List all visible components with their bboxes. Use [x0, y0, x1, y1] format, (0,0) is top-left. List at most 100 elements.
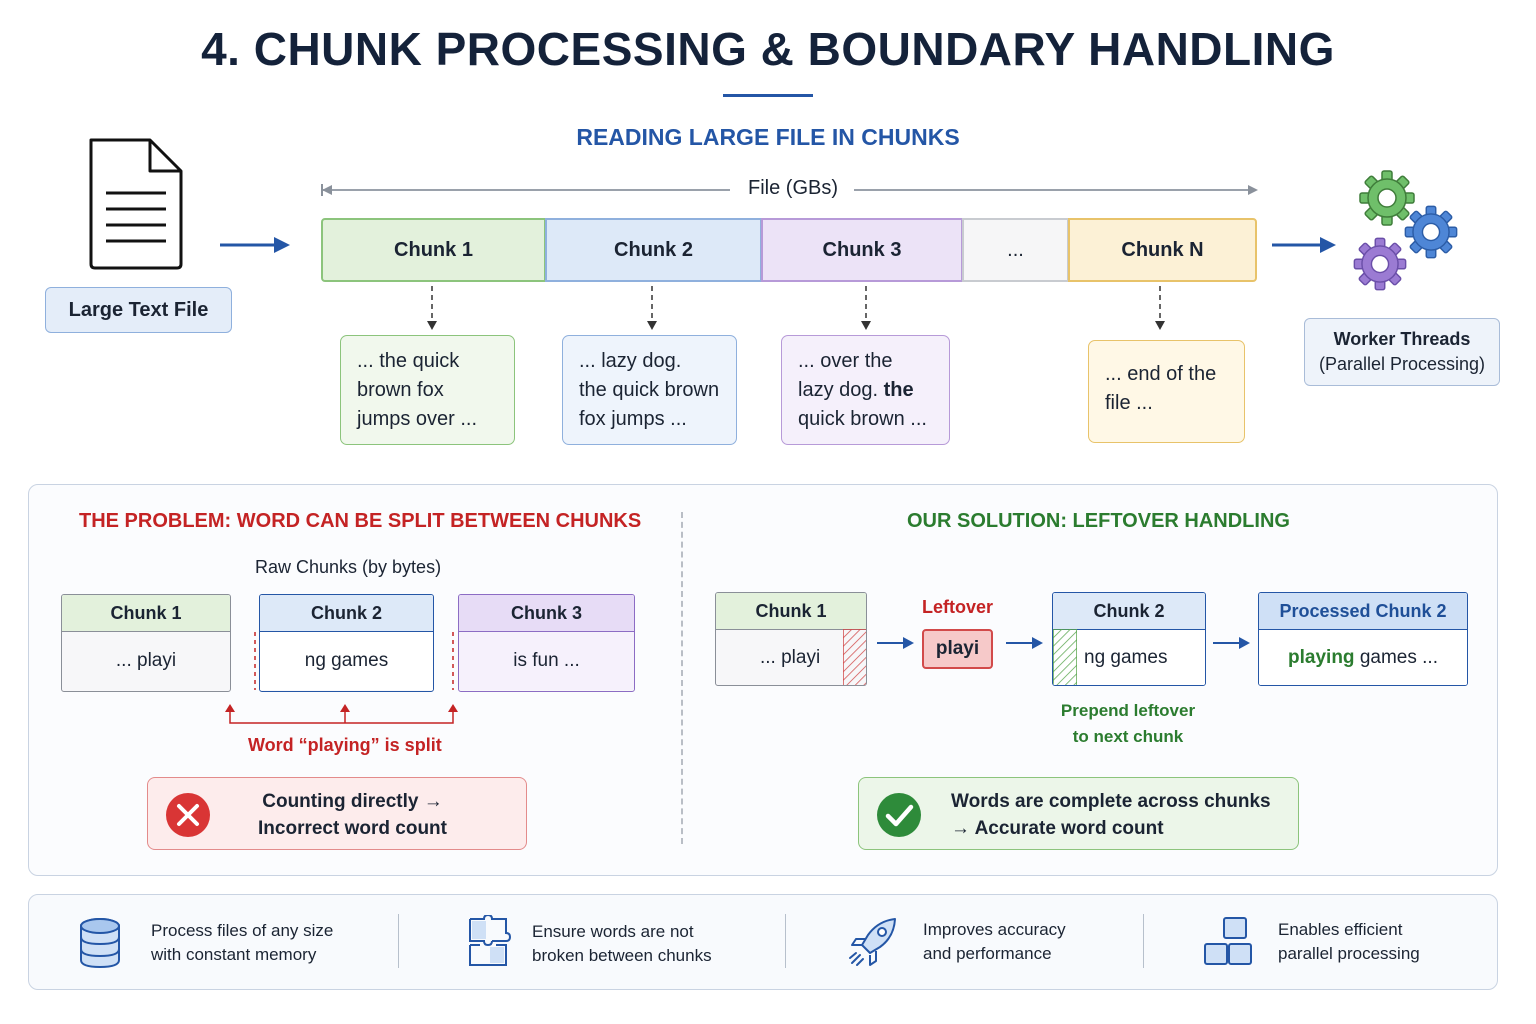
- solution-chunk-1: Chunk 1 ... playi: [715, 592, 867, 686]
- page-title: 4. CHUNK PROCESSING & BOUNDARY HANDLING: [201, 23, 1335, 75]
- chunk-2-snippet: ... lazy dog. the quick brown fox jumps …: [562, 335, 737, 445]
- puzzle-icon: [469, 915, 512, 966]
- rocket-icon: [849, 918, 896, 966]
- prepend-hatch: [1053, 629, 1077, 685]
- database-icon: [80, 918, 120, 969]
- processed-rest: games ...: [1354, 647, 1438, 668]
- note-line: Prepend leftover: [1060, 701, 1196, 720]
- document-icon: [89, 138, 183, 270]
- snippet-line: file ...: [1105, 392, 1153, 414]
- blocks-icon: [1204, 917, 1252, 965]
- chunk-title: Processed Chunk 2: [1259, 593, 1467, 630]
- chunk-title: Chunk 2: [1053, 593, 1205, 630]
- prepend-note: Prepend leftover to next chunk: [1040, 698, 1216, 750]
- arrow-right-icon: [1006, 637, 1043, 649]
- chunk-body: is fun ...: [459, 632, 634, 690]
- snippet-line: fox jumps ...: [579, 408, 687, 430]
- benefit-line: Process files of any size: [151, 921, 334, 940]
- workers-subtitle: (Parallel Processing): [1318, 354, 1486, 374]
- file-span-arrow: [321, 184, 1258, 196]
- chunk-3-snippet: ... over the lazy dog. the quick brown .…: [781, 335, 950, 445]
- arrow-right-icon: [877, 637, 914, 649]
- benefit-divider: [398, 914, 399, 968]
- chunk-2-cell: Chunk 2: [545, 218, 762, 282]
- benefit-divider: [785, 914, 786, 968]
- chunk-1-cell: Chunk 1: [321, 218, 546, 282]
- split-boundary-markers: [225, 632, 458, 724]
- result-line: Incorrect word count: [258, 818, 447, 839]
- benefit-line: Ensure words are not: [532, 922, 694, 941]
- title-underline: [723, 94, 813, 97]
- workers-title: Worker Threads: [1333, 329, 1471, 349]
- snippet-bold-text: the: [883, 379, 914, 401]
- processed-word: playing: [1288, 647, 1355, 668]
- chunk-body: playing games ...: [1259, 630, 1467, 685]
- benefit-parallel: Enables efficient parallel processing: [1278, 918, 1420, 966]
- benefit-line: with constant memory: [151, 945, 317, 964]
- chunk-title: Chunk 1: [62, 595, 230, 632]
- snippet-line: ... lazy dog.: [579, 350, 682, 372]
- arrow-right-icon: [220, 237, 290, 253]
- problem-result-text: Counting directly → Incorrect word count: [240, 788, 465, 842]
- split-word-note: Word “playing” is split: [248, 735, 442, 755]
- snippet-line: ... end of the: [1105, 363, 1217, 385]
- benefit-line: and performance: [923, 944, 1052, 963]
- worker-threads-label: Worker Threads (Parallel Processing): [1304, 318, 1500, 386]
- chunk-body: ng games: [260, 632, 433, 690]
- chunk-3-cell: Chunk 3: [761, 218, 963, 282]
- result-line: → Accurate word count: [951, 818, 1164, 839]
- chunk-1-snippet: ... the quick brown fox jumps over ...: [340, 335, 515, 445]
- chunk-body: ng games: [1053, 630, 1205, 685]
- benefit-line: parallel processing: [1278, 944, 1420, 963]
- solution-heading: OUR SOLUTION: LEFTOVER HANDLING: [907, 510, 1290, 532]
- problem-heading: THE PROBLEM: WORD CAN BE SPLIT BETWEEN C…: [79, 510, 642, 532]
- benefit-word-integrity: Ensure words are not broken between chun…: [532, 920, 712, 968]
- chunk-n-snippet: ... end of the file ...: [1088, 340, 1245, 443]
- benefit-divider: [1143, 914, 1144, 968]
- problem-chunk-1: Chunk 1 ... playi: [61, 594, 231, 692]
- processed-chunk-2: Processed Chunk 2 playing games ...: [1258, 592, 1468, 686]
- chunk-title: Chunk 1: [716, 593, 866, 630]
- result-line: Counting directly →: [262, 791, 443, 812]
- error-x-icon: [166, 793, 210, 837]
- snippet-line: the quick brown: [579, 379, 720, 401]
- problem-result-box: Counting directly → Incorrect word count: [147, 777, 527, 850]
- leftover-value: playi: [922, 629, 993, 669]
- snippet-line: lazy dog. the: [798, 376, 933, 405]
- benefit-accuracy: Improves accuracy and performance: [923, 918, 1066, 966]
- benefit-line: broken between chunks: [532, 946, 712, 965]
- snippet-line: jumps over ...: [357, 408, 478, 430]
- result-line: Words are complete across chunks: [951, 791, 1271, 812]
- problem-chunk-2: Chunk 2 ng games: [259, 594, 434, 692]
- problem-chunk-3: Chunk 3 is fun ...: [458, 594, 635, 692]
- snippet-text: lazy dog.: [798, 379, 884, 401]
- file-size-label: File (GBs): [748, 177, 838, 199]
- chunk-n-cell: Chunk N: [1068, 218, 1257, 282]
- arrow-right-icon: [1272, 237, 1336, 253]
- benefits-bar: [28, 894, 1498, 990]
- leftover-label: Leftover: [922, 597, 994, 617]
- arrow-right-icon: [1213, 637, 1250, 649]
- large-text-file-label: Large Text File: [45, 287, 232, 333]
- chunk-ellipsis-cell: ...: [962, 218, 1069, 282]
- snippet-line: quick brown ...: [798, 408, 927, 430]
- solution-result-box: Words are complete across chunks → Accur…: [858, 777, 1299, 850]
- snippet-line: ... over the: [798, 350, 893, 372]
- gears-icon: [1353, 170, 1458, 291]
- panel-divider: [681, 512, 683, 844]
- benefit-line: Improves accuracy: [923, 920, 1066, 939]
- leftover-hatch: [843, 629, 866, 685]
- raw-chunks-label: Raw Chunks (by bytes): [255, 557, 442, 577]
- chunk-body: ... playi: [115, 650, 177, 671]
- solution-result-text: Words are complete across chunks → Accur…: [951, 788, 1281, 842]
- chunk-title: Chunk 2: [260, 595, 433, 632]
- chunk-connector-arrows: [427, 286, 1165, 330]
- chunk-body: ... playi: [760, 647, 821, 668]
- section-subtitle-reading: READING LARGE FILE IN CHUNKS: [576, 124, 960, 150]
- note-line: to next chunk: [1072, 727, 1184, 746]
- benefit-memory: Process files of any size with constant …: [151, 919, 333, 967]
- snippet-line: brown fox: [357, 379, 444, 401]
- chunk-title: Chunk 3: [459, 595, 634, 632]
- benefit-line: Enables efficient: [1278, 920, 1403, 939]
- snippet-line: ... the quick: [357, 350, 460, 372]
